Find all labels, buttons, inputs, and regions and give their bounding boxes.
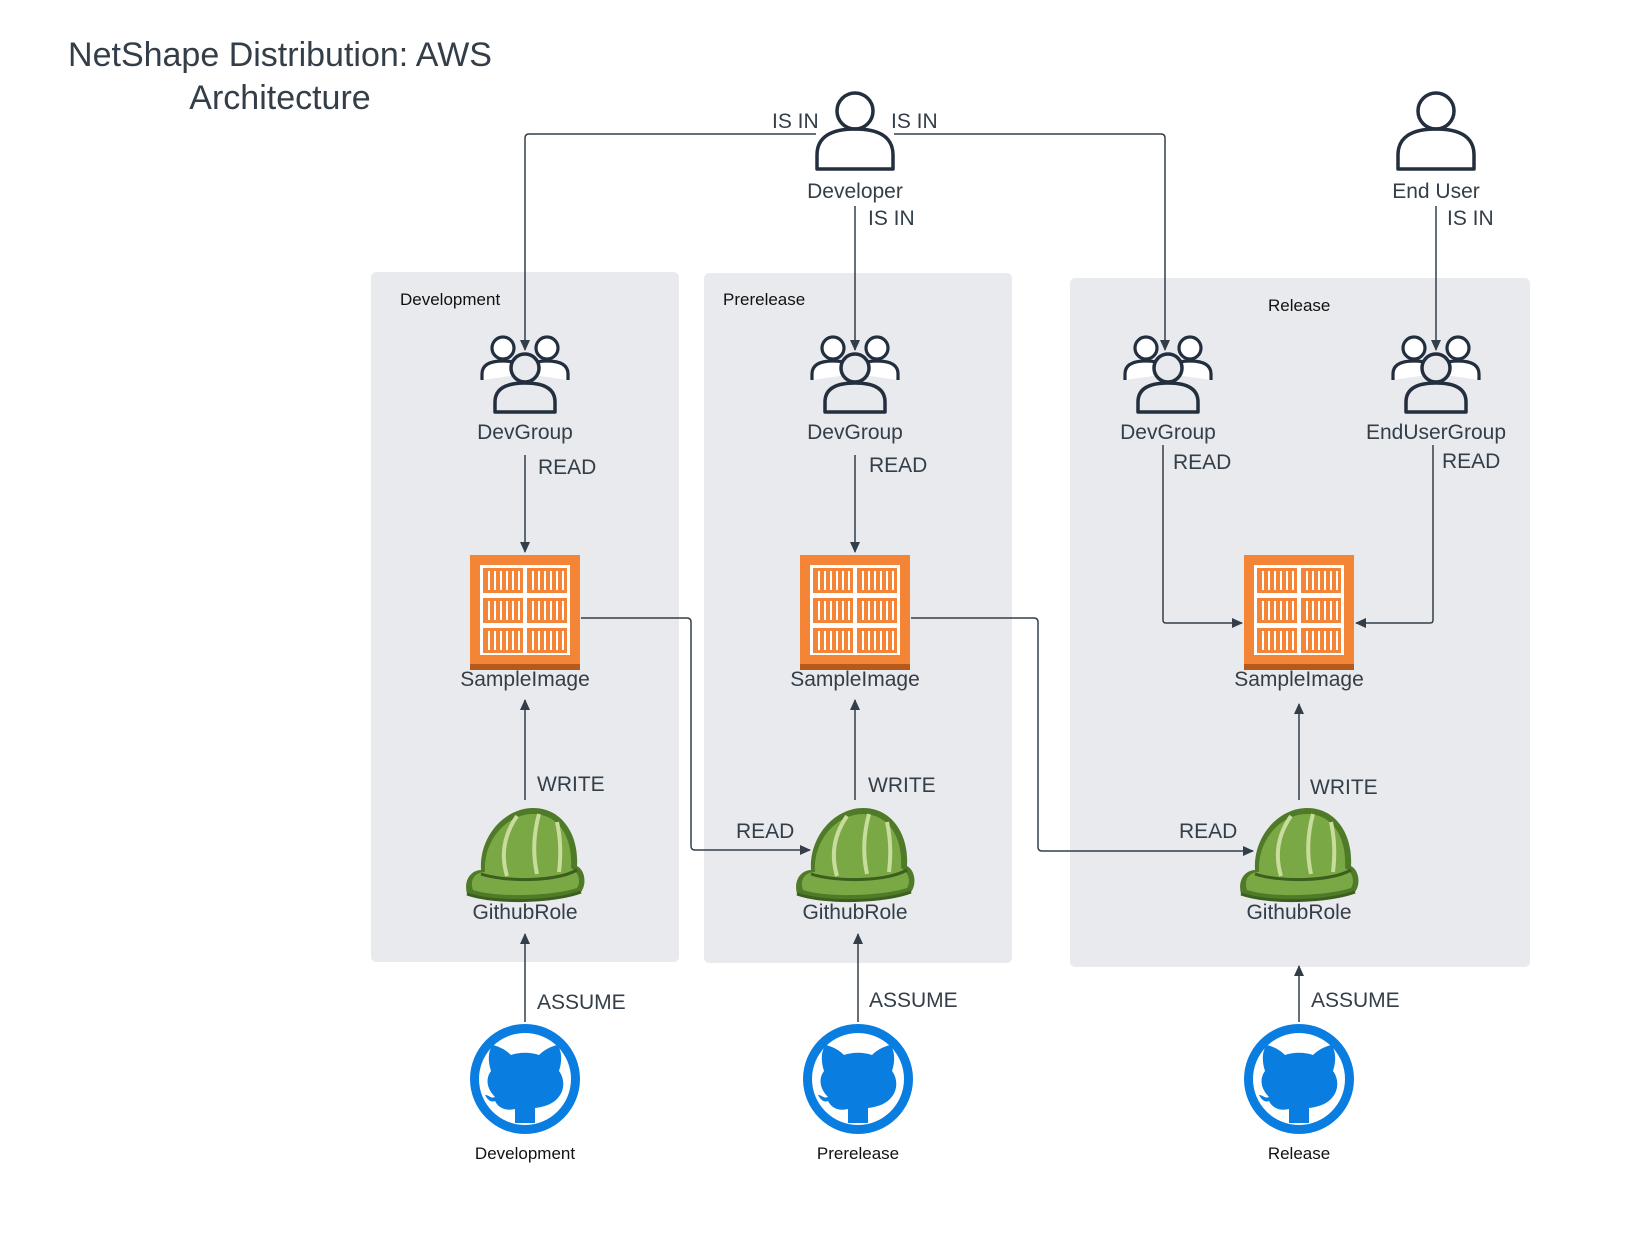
edge-label-assume-release: ASSUME (1311, 989, 1400, 1012)
end-user-group-label: EndUserGroup (1365, 421, 1507, 444)
diagram-title: NetShape Distribution: AWS Architecture (30, 34, 530, 120)
edge-developer-to-release-dev-group (894, 133, 1170, 351)
release-dev-group-label: DevGroup (1120, 421, 1216, 444)
edge-label-read-dev: READ (538, 456, 597, 479)
edge-label-write-dev: WRITE (537, 773, 605, 796)
prerelease-repo-label: Prerelease (816, 1144, 900, 1163)
panel-label-prerelease: Prerelease (723, 290, 806, 309)
edge-label-assume-prerelease: ASSUME (869, 989, 958, 1012)
edge-label-write-prerelease: WRITE (868, 774, 936, 797)
prerelease-container-repository-icon (799, 554, 911, 671)
release-role-label: GithubRole (1246, 901, 1352, 924)
release-iam-role-helmet-icon (1238, 806, 1361, 903)
panel-label-development: Development (400, 290, 501, 309)
developer-user-icon (815, 91, 895, 171)
dev-iam-role-helmet-icon (464, 806, 587, 903)
edge-rel-role-read-pre-image (911, 617, 1254, 856)
diagram-title-line2: Architecture (189, 79, 371, 117)
edge-label-assume-dev: ASSUME (537, 991, 626, 1014)
edge-label-read-cross-release: READ (1179, 820, 1238, 843)
developer-label: Developer (807, 180, 903, 203)
panel-label-release: Release (1268, 296, 1331, 315)
dev-group-label: DevGroup (477, 421, 573, 444)
release-repo-label: Release (1267, 1144, 1331, 1163)
prerelease-iam-role-helmet-icon (794, 806, 917, 903)
prerelease-image-label: SampleImage (790, 668, 920, 691)
prerelease-dev-group-label: DevGroup (807, 421, 903, 444)
diagram-title-line1: NetShape Distribution: AWS (68, 36, 492, 74)
dev-container-repository-icon (469, 554, 581, 671)
edge-developer-to-dev-group (520, 133, 816, 351)
release-container-repository-icon (1243, 554, 1355, 671)
edge-label-read-prerelease: READ (869, 454, 928, 477)
edge-label-is-in-center: IS IN (868, 207, 915, 230)
edge-label-read-cross-prerelease: READ (736, 820, 795, 843)
release-image-label: SampleImage (1234, 668, 1364, 691)
edge-label-is-in-end-user: IS IN (1447, 207, 1494, 230)
edge-label-read-release-devgroup: READ (1173, 451, 1232, 474)
prerelease-role-label: GithubRole (802, 901, 908, 924)
release-dev-group-icon (1123, 335, 1213, 414)
end-user-label: End User (1392, 180, 1480, 203)
edge-rel-endusergroup-read-rel-image (1355, 445, 1434, 628)
prerelease-github-icon (803, 1024, 913, 1134)
dev-image-label: SampleImage (460, 668, 590, 691)
edge-label-is-in-right: IS IN (891, 110, 938, 133)
edge-label-is-in-left: IS IN (772, 110, 819, 133)
edge-label-write-release: WRITE (1310, 776, 1378, 799)
dev-role-label: GithubRole (472, 901, 578, 924)
dev-repo-label: Development (474, 1144, 576, 1163)
end-user-icon (1396, 91, 1476, 171)
dev-github-icon (470, 1024, 580, 1134)
edge-rel-devgroup-read-rel-image (1162, 445, 1243, 628)
edge-label-read-release-endusergroup: READ (1442, 450, 1501, 473)
release-github-icon (1244, 1024, 1354, 1134)
edge-pre-role-read-dev-image (581, 617, 811, 855)
